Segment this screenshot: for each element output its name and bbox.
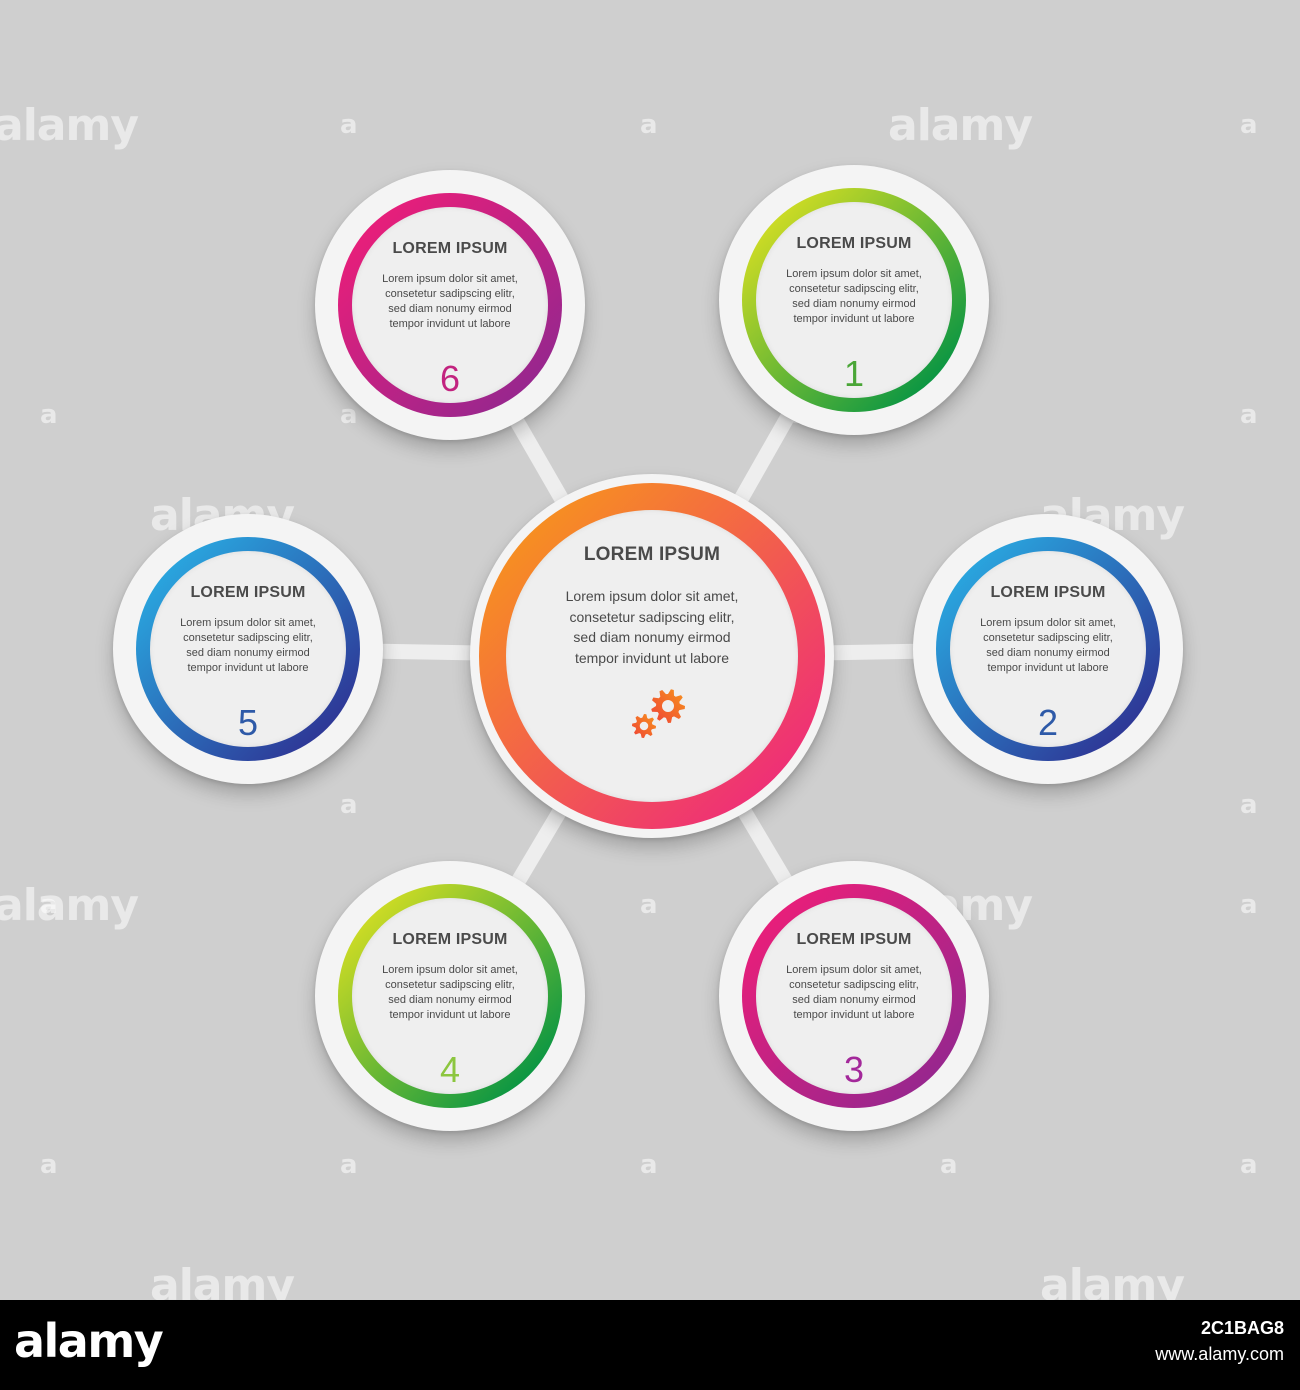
footer-info: 2C1BAG8 www.alamy.com: [1155, 1316, 1284, 1368]
description-line: tempor invidunt ut labore: [187, 662, 309, 674]
step-description: Lorem ipsum dolor sit amet, consetetur sa…: [352, 963, 548, 1023]
center-title: LOREM IPSUM: [583, 544, 721, 565]
infographic-canvas: alamyalamyalamyalamyalamyalamyalamyalamy…: [0, 0, 1300, 1300]
step-title: LOREM IPSUM: [190, 584, 306, 601]
watermark-text: alamy: [0, 880, 139, 931]
description-line: Lorem ipsum dolor sit amet,: [565, 588, 739, 604]
description-line: sed diam nonumy eirmod: [573, 629, 731, 645]
watermark-mark: a: [1240, 1150, 1258, 1180]
description-line: Lorem ipsum dolor sit amet,: [180, 617, 316, 629]
step-title: LOREM IPSUM: [392, 240, 508, 257]
watermark-mark: a: [340, 790, 358, 820]
watermark-mark: a: [340, 400, 358, 430]
center-node[interactable]: LOREM IPSUM Lorem ipsum dolor sit amet, co…: [470, 474, 834, 838]
gears-icon: [626, 682, 690, 751]
description-line: tempor invidunt ut labore: [793, 313, 915, 325]
watermark-mark: a: [340, 1150, 358, 1180]
step-node-3[interactable]: LOREM IPSUM Lorem ipsum dolor sit amet, co…: [719, 861, 989, 1131]
watermark-text: alamy: [150, 1260, 295, 1300]
step-face: LOREM IPSUM Lorem ipsum dolor sit amet, co…: [756, 898, 952, 1094]
description-line: sed diam nonumy eirmod: [388, 994, 512, 1006]
description-line: consetetur sadipscing elitr,: [789, 979, 919, 991]
description-line: tempor invidunt ut labore: [574, 649, 730, 666]
step-number: 2: [1037, 702, 1059, 743]
description-line: sed diam nonumy eirmod: [986, 647, 1110, 659]
description-line: consetetur sadipscing elitr,: [183, 632, 313, 644]
watermark-text: alamy: [888, 100, 1033, 151]
watermark-mark: a: [40, 890, 58, 920]
step-face: LOREM IPSUM Lorem ipsum dolor sit amet, co…: [756, 202, 952, 398]
center-description: Lorem ipsum dolor sit amet, consetetur sa…: [506, 586, 798, 668]
footer-logo[interactable]: alamy: [14, 1314, 164, 1368]
step-node-6[interactable]: LOREM IPSUM Lorem ipsum dolor sit amet, co…: [315, 170, 585, 440]
image-id: 2C1BAG8: [1200, 1318, 1284, 1338]
step-description: Lorem ipsum dolor sit amet, consetetur sa…: [950, 616, 1146, 676]
step-title: LOREM IPSUM: [990, 584, 1106, 601]
description-line: tempor invidunt ut labore: [389, 1009, 511, 1021]
description-line: tempor invidunt ut labore: [389, 318, 511, 330]
watermark-mark: a: [340, 110, 358, 140]
step-title: LOREM IPSUM: [392, 931, 508, 948]
center-face: LOREM IPSUM Lorem ipsum dolor sit amet, co…: [506, 510, 798, 802]
watermark-mark: a: [640, 110, 658, 140]
description-line: tempor invidunt ut labore: [987, 662, 1109, 674]
footer-bar: alamy 2C1BAG8 www.alamy.com: [0, 1300, 1300, 1390]
step-face: LOREM IPSUM Lorem ipsum dolor sit amet, co…: [352, 898, 548, 1094]
step-number: 1: [843, 353, 865, 394]
step-description: Lorem ipsum dolor sit amet, consetetur sa…: [150, 616, 346, 676]
step-number: 3: [843, 1049, 865, 1090]
watermark-mark: a: [40, 400, 58, 430]
description-line: consetetur sadipscing elitr,: [569, 608, 735, 625]
watermark-mark: a: [1240, 110, 1258, 140]
description-line: Lorem ipsum dolor sit amet,: [382, 964, 518, 976]
step-number: 6: [439, 358, 461, 399]
step-node-2[interactable]: LOREM IPSUM Lorem ipsum dolor sit amet, co…: [913, 514, 1183, 784]
watermark-mark: a: [40, 1150, 58, 1180]
step-number: 4: [439, 1049, 461, 1090]
description-line: Lorem ipsum dolor sit amet,: [382, 273, 518, 285]
description-line: sed diam nonumy eirmod: [186, 647, 310, 659]
watermark-mark: a: [940, 1150, 958, 1180]
step-title: LOREM IPSUM: [796, 235, 912, 252]
description-line: tempor invidunt ut labore: [793, 1009, 915, 1021]
description-line: Lorem ipsum dolor sit amet,: [980, 617, 1116, 629]
step-face: LOREM IPSUM Lorem ipsum dolor sit amet, co…: [150, 551, 346, 747]
site-url[interactable]: www.alamy.com: [1155, 1344, 1284, 1364]
description-line: sed diam nonumy eirmod: [792, 298, 916, 310]
watermark-text: alamy: [0, 100, 139, 151]
step-description: Lorem ipsum dolor sit amet, consetetur sa…: [756, 267, 952, 327]
description-line: Lorem ipsum dolor sit amet,: [786, 964, 922, 976]
step-description: Lorem ipsum dolor sit amet, consetetur sa…: [756, 963, 952, 1023]
step-number: 5: [237, 702, 259, 743]
step-description: Lorem ipsum dolor sit amet, consetetur sa…: [352, 272, 548, 332]
step-node-4[interactable]: LOREM IPSUM Lorem ipsum dolor sit amet, co…: [315, 861, 585, 1131]
description-line: consetetur sadipscing elitr,: [385, 288, 515, 300]
watermark-mark: a: [1240, 400, 1258, 430]
watermark-mark: a: [640, 890, 658, 920]
watermark-mark: a: [1240, 790, 1258, 820]
step-title: LOREM IPSUM: [796, 931, 912, 948]
step-node-5[interactable]: LOREM IPSUM Lorem ipsum dolor sit amet, co…: [113, 514, 383, 784]
watermark-mark: a: [1240, 890, 1258, 920]
step-node-1[interactable]: LOREM IPSUM Lorem ipsum dolor sit amet, co…: [719, 165, 989, 435]
description-line: consetetur sadipscing elitr,: [789, 283, 919, 295]
description-line: sed diam nonumy eirmod: [792, 994, 916, 1006]
watermark-mark: a: [640, 1150, 658, 1180]
description-line: Lorem ipsum dolor sit amet,: [786, 268, 922, 280]
step-face: LOREM IPSUM Lorem ipsum dolor sit amet, co…: [950, 551, 1146, 747]
watermark-text: alamy: [1040, 1260, 1185, 1300]
description-line: consetetur sadipscing elitr,: [385, 979, 515, 991]
step-face: LOREM IPSUM Lorem ipsum dolor sit amet, co…: [352, 207, 548, 403]
description-line: consetetur sadipscing elitr,: [983, 632, 1113, 644]
description-line: sed diam nonumy eirmod: [388, 303, 512, 315]
